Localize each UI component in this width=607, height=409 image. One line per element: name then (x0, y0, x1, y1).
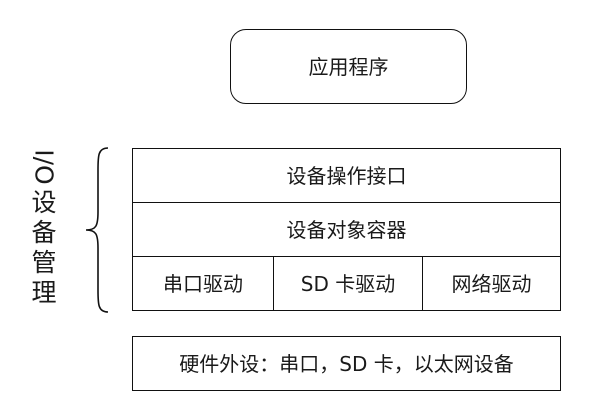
hardware-peripherals-box: 硬件外设：串口，SD 卡，以太网设备 (132, 336, 561, 391)
io-label-char-1: 设 (31, 188, 57, 217)
network-driver-box: 网络驱动 (422, 256, 561, 311)
io-label-char-2: 备 (31, 218, 57, 247)
device-ops-interface-box: 设备操作接口 (132, 148, 561, 203)
device-object-container-label: 设备对象容器 (286, 217, 407, 242)
curly-brace (85, 147, 109, 313)
application-box: 应用程序 (230, 29, 467, 104)
device-ops-interface-label: 设备操作接口 (286, 163, 407, 188)
device-object-container-box: 设备对象容器 (132, 202, 561, 257)
io-label-latin: I/O (29, 149, 59, 185)
serial-driver-box: 串口驱动 (132, 256, 274, 311)
hardware-peripherals-label: 硬件外设：串口，SD 卡，以太网设备 (179, 351, 514, 376)
io-label-char-4: 理 (31, 278, 57, 307)
network-driver-label: 网络驱动 (451, 271, 532, 296)
sd-driver-label: SD 卡驱动 (300, 271, 396, 296)
sd-driver-box: SD 卡驱动 (273, 256, 423, 311)
io-label-char-3: 管 (31, 248, 57, 277)
serial-driver-label: 串口驱动 (163, 271, 243, 296)
application-label: 应用程序 (308, 54, 389, 79)
io-management-label: I/O 设 备 管 理 (18, 148, 70, 308)
